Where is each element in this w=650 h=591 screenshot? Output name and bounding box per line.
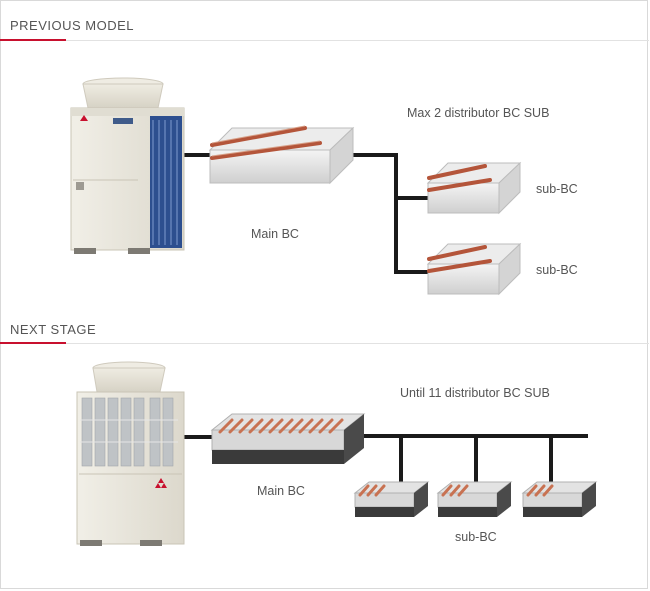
next-main-bc-label: Main BC <box>257 484 305 498</box>
previous-sub-bc-label-1: sub-BC <box>536 182 578 196</box>
next-pipes <box>182 434 588 486</box>
previous-title-underline <box>0 39 66 41</box>
previous-divider <box>66 40 649 41</box>
next-caption: Until 11 distributor BC SUB <box>400 386 550 400</box>
next-sub-bc-unit-2 <box>436 481 513 517</box>
previous-model-title: PREVIOUS MODEL <box>10 18 135 33</box>
previous-caption: Max 2 distributor BC SUB <box>407 106 550 120</box>
next-main-bc-unit <box>210 413 366 464</box>
next-divider <box>66 343 649 344</box>
previous-pipes <box>180 153 430 274</box>
next-stage-title: NEXT STAGE <box>10 322 97 337</box>
next-sub-bc-unit-3 <box>521 481 598 517</box>
previous-outdoor-unit <box>70 77 185 254</box>
next-outdoor-unit <box>76 361 185 546</box>
previous-main-bc-unit <box>208 125 355 185</box>
next-sub-bc-label: sub-BC <box>455 530 497 544</box>
previous-main-bc-label: Main BC <box>251 227 299 241</box>
previous-sub-bc-unit-2 <box>426 242 522 296</box>
next-sub-bc-unit-1 <box>353 481 430 517</box>
next-title-underline <box>0 342 66 344</box>
previous-sub-bc-unit-1 <box>426 161 522 215</box>
previous-sub-bc-label-2: sub-BC <box>536 263 578 277</box>
